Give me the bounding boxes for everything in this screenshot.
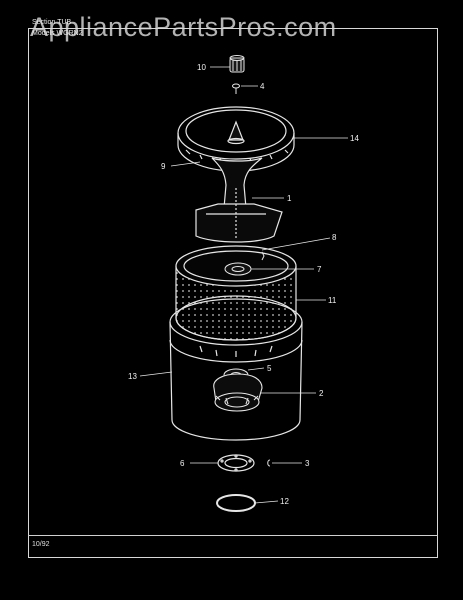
part-gasket [217,454,255,472]
section-label: Section [32,19,56,26]
callout-13: 13 [128,372,137,381]
part-cap [229,55,245,73]
callout-1: 1 [287,194,292,203]
part-drive-hub [224,262,252,276]
callout-7: 7 [317,265,322,274]
part-outer-tub [169,298,303,441]
callout-5: 5 [267,364,272,373]
revision-date: 10/92 [32,541,50,548]
part-o-ring [216,494,256,512]
callout-2: 2 [319,389,324,398]
callout-9: 9 [161,162,166,171]
section-value: TUB [57,19,72,26]
callout-4: 4 [260,82,265,91]
part-tub-ring [177,106,295,172]
callout-11: 11 [328,296,337,305]
leader-lines [139,66,348,504]
footer-divider [28,535,438,536]
callout-10: 10 [197,63,206,72]
callout-8: 8 [332,233,337,242]
part-screw [232,83,240,94]
diagram-frame [28,28,438,558]
part-bearing-hub [213,373,263,412]
callout-12: 12 [280,497,289,506]
part-small-clip [267,459,271,467]
part-agitator [195,157,283,243]
callout-6: 6 [180,459,185,468]
models-header: Models WGRN2 [32,30,83,38]
models-label: Models [32,30,55,37]
callout-14: 14 [350,134,359,143]
part-wash-basket [175,245,297,341]
watermark-text: AppliancePartsPros.com [30,12,337,42]
models-value: WGRN2 [56,30,83,37]
section-header: Section TUB [32,19,71,27]
part-clip [261,251,265,261]
callout-3: 3 [305,459,310,468]
